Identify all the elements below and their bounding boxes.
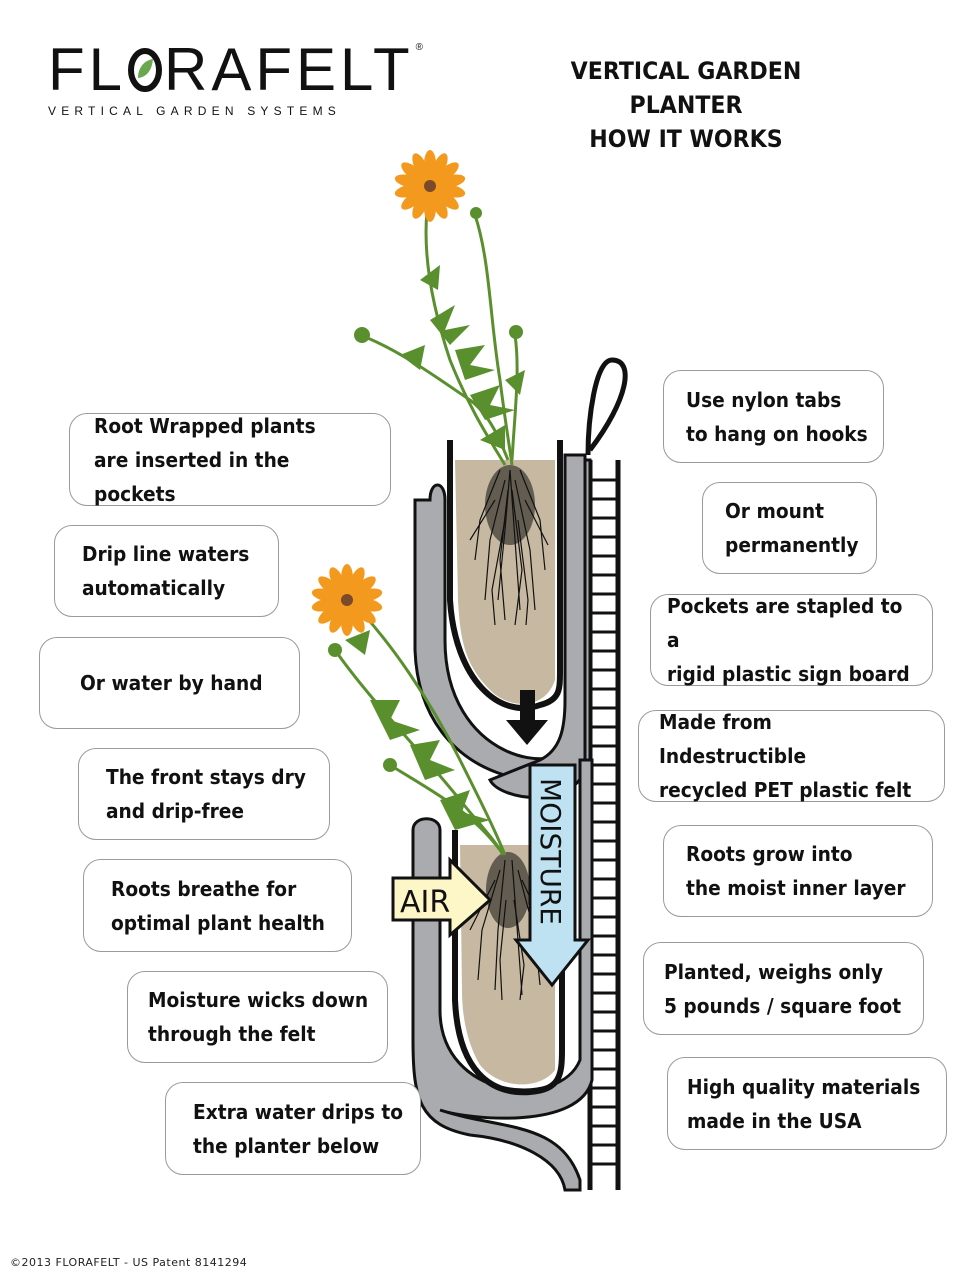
flower-petal	[329, 567, 346, 594]
callout-moisture-wicks: Moisture wicks down through the felt	[127, 971, 388, 1063]
callout-pet-felt: Made from Indestructible recycled PET pl…	[638, 710, 945, 802]
logo-tagline: VERTICAL GARDEN SYSTEMS	[48, 104, 341, 118]
lower-flower-icon	[311, 564, 383, 636]
lower-root-ball	[486, 852, 530, 928]
callout-front-dry: The front stays dry and drip-free	[78, 748, 330, 840]
florafelt-logo: FL RAFELT ® VERTICAL GARDEN SYSTEMS	[48, 40, 427, 119]
sign-board	[587, 460, 621, 1190]
moisture-label: MOISTURE	[534, 778, 567, 925]
nylon-tab	[585, 357, 628, 456]
registered-mark: ®	[415, 42, 427, 53]
flower-petal	[318, 576, 342, 597]
callout-water-by-hand: Or water by hand	[39, 637, 300, 729]
callout-roots-breathe: Roots breathe for optimal plant health	[83, 859, 352, 952]
flower-petal	[435, 189, 459, 210]
logo-wordmark-right: RAFELT	[164, 36, 414, 103]
flower-petal	[431, 192, 448, 219]
page-title: VERTICAL GARDEN PLANTER HOW IT WORKS	[515, 54, 857, 156]
upper-flower-icon	[394, 150, 466, 222]
flower-petal	[401, 189, 425, 210]
copyright-footer: ©2013 FLORAFELT - US Patent 8141294	[10, 1256, 248, 1269]
title-line-1: VERTICAL GARDEN PLANTER	[570, 57, 802, 119]
leaf-o-icon	[128, 48, 163, 92]
flower-petal	[352, 576, 376, 597]
callout-pockets-stapled: Pockets are stapled to a rigid plastic s…	[650, 594, 933, 686]
callout-weight: Planted, weighs only 5 pounds / square f…	[643, 942, 924, 1035]
callout-usa-made: High quality materials made in the USA	[667, 1057, 947, 1150]
upper-root-ball	[485, 465, 535, 545]
flower-petal	[348, 567, 365, 594]
callout-drip-line: Drip line waters automatically	[54, 525, 279, 617]
flower-petal	[348, 606, 365, 633]
flower-petal	[329, 606, 346, 633]
lower-pocket-liner	[452, 830, 565, 1096]
flower-petal	[318, 603, 342, 624]
drip-arrow-icon	[506, 690, 548, 745]
upper-plant-leaves	[354, 207, 525, 450]
callout-mount-permanently: Or mount permanently	[702, 482, 877, 574]
lower-plant-leaves	[328, 630, 490, 830]
air-arrow-icon	[391, 856, 493, 939]
flower-petal	[412, 192, 429, 219]
flower-petal	[435, 162, 459, 183]
flower-petal	[352, 603, 376, 624]
lower-pocket-outer-felt	[411, 758, 594, 1192]
callout-extra-water: Extra water drips to the planter below	[165, 1082, 421, 1175]
flower-petal	[401, 162, 425, 183]
moisture-arrow-icon	[512, 763, 592, 988]
flower-petal	[431, 153, 448, 180]
air-label: AIR	[400, 885, 450, 920]
callout-root-wrapped: Root Wrapped plants are inserted in the …	[69, 413, 391, 506]
logo-wordmark: FL RAFELT ®	[48, 40, 427, 100]
logo-wordmark-left: FL	[48, 36, 127, 103]
flower-petal	[412, 153, 429, 180]
callout-nylon-tabs: Use nylon tabs to hang on hooks	[663, 370, 884, 463]
title-line-2: HOW IT WORKS	[589, 125, 783, 153]
sign-board-rungs	[590, 478, 618, 1166]
callout-roots-grow: Roots grow into the moist inner layer	[663, 825, 933, 917]
